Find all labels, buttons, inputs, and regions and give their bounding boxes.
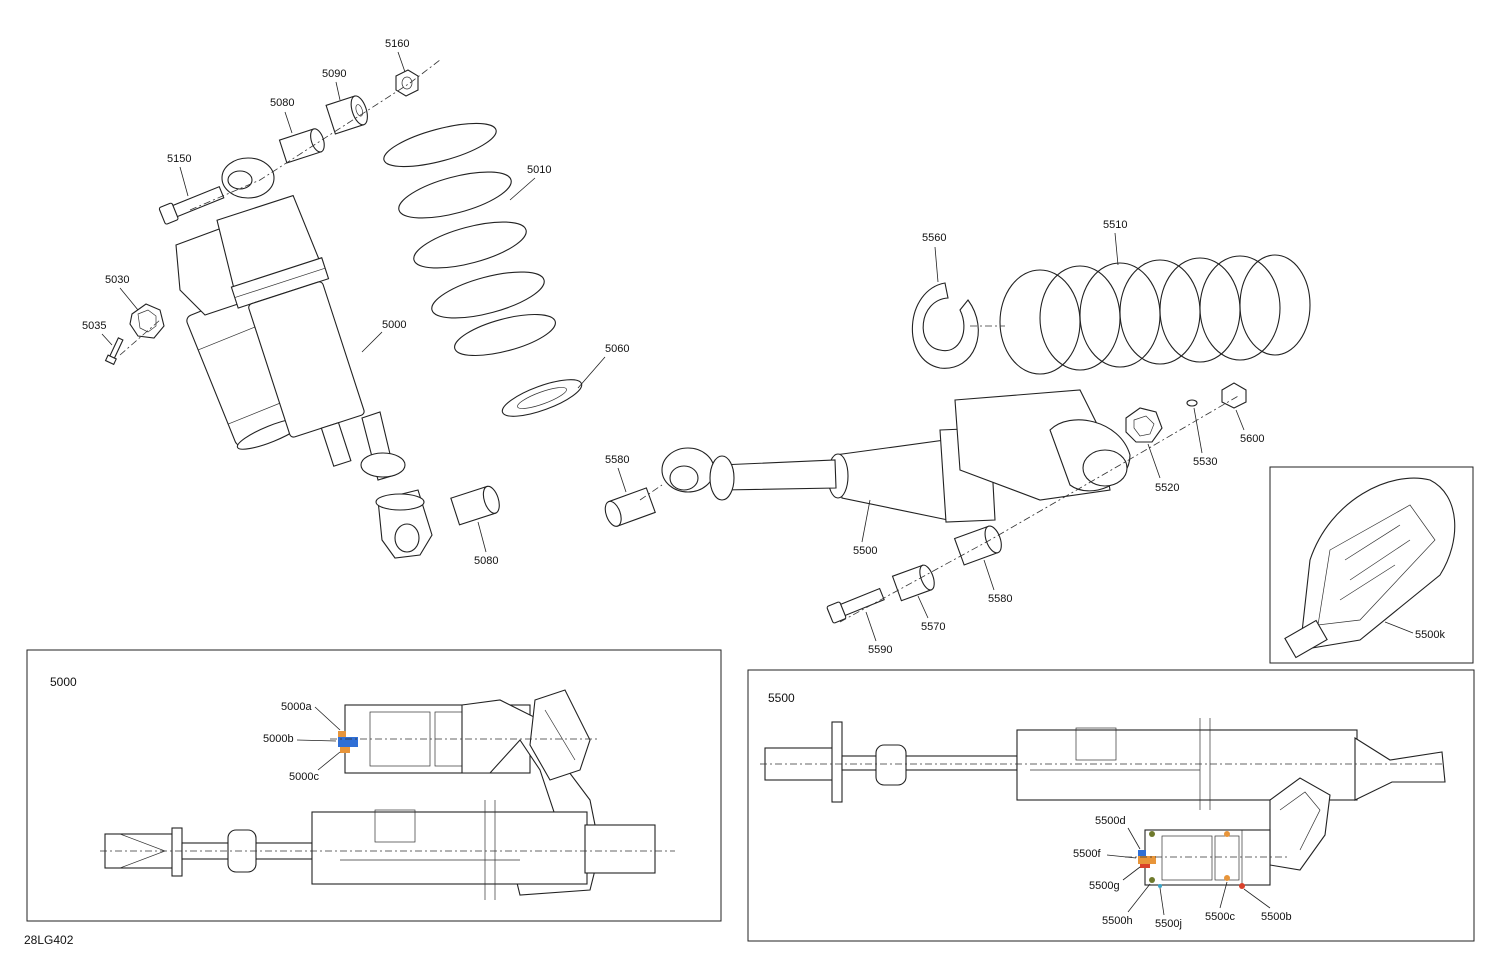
callout-5030: 5030 [105,274,129,286]
detail-box-5500: 5500 5500d 5500f [747,669,1475,942]
retainer-5560 [911,282,979,369]
spring-5010 [383,122,556,357]
bushing-5580-right [953,525,1002,566]
knob-5030 [129,303,165,339]
spring-5510 [999,254,1311,375]
callout-5500g: 5500g [1089,880,1120,892]
shaft-5500 [719,459,837,491]
screw-5035 [104,337,124,366]
detail-box-5000: 5000 5000a 5000b 5000c [26,649,722,922]
detail-5000-title: 5000 [50,675,77,689]
bolt-5150 [158,185,225,225]
seal-5500d [1138,850,1146,856]
callout-5160: 5160 [385,38,409,50]
assembly-centerline-5000 [119,59,441,356]
seal-5500j [1158,884,1162,888]
seal-5500c [1224,875,1230,881]
callout-5000b: 5000b [263,733,294,745]
callout-5500d: 5500d [1095,815,1126,827]
shock-5000-assembly [104,59,583,559]
bushing-5080-top [278,128,325,164]
nut-5160 [395,69,419,97]
assembly-centerline-5500 [639,325,1241,623]
seal-5000a [338,731,346,737]
callout-5500b: 5500b [1261,911,1292,923]
callout-5500k: 5500k [1415,629,1445,641]
callout-5560: 5560 [922,232,946,244]
knob-5520 [1125,407,1163,443]
detail-5500-title: 5500 [768,691,795,705]
seal-5500b [1239,883,1245,889]
main-body-5500 [827,389,1131,523]
callout-5500: 5500 [853,545,877,557]
callout-5530: 5530 [1193,456,1217,468]
callout-5010: 5010 [527,164,551,176]
callout-5500h: 5500h [1102,915,1133,927]
callouts: 5160 5090 5080 5150 5010 5030 5000 5035 … [82,38,1264,656]
bushing-5080-bottom [450,485,500,526]
callout-5570: 5570 [921,621,945,633]
callout-5500f: 5500f [1073,848,1101,860]
detail-box-5500k: 5500k [1269,466,1474,664]
callout-5000a: 5000a [281,701,312,713]
seal-5000b [338,737,358,747]
callout-5510: 5510 [1103,219,1127,231]
callout-5500c: 5500c [1205,911,1235,923]
callout-5580-right: 5580 [988,593,1012,605]
spacer-5090 [325,95,368,135]
nut-5600 [1221,382,1247,409]
callout-5090: 5090 [322,68,346,80]
seal-5500g [1140,864,1150,868]
shock-5500-assembly [604,254,1311,624]
callout-5500j: 5500j [1155,918,1182,930]
bushing-5580-left [604,487,656,527]
callout-5080-bottom: 5080 [474,555,498,567]
bolt-5590 [826,587,885,624]
callout-5000: 5000 [382,319,406,331]
seal-5500c-top [1224,831,1230,837]
main-body [216,194,365,467]
seal-5500f [1138,856,1156,864]
callout-5590: 5590 [868,644,892,656]
callout-5150: 5150 [167,153,191,165]
spacer-5570 [891,564,935,602]
seal-5000c [340,747,350,753]
diagram-code: 28LG402 [24,933,74,947]
seal-5500d-top [1149,831,1155,837]
callout-5060: 5060 [605,343,629,355]
retainer-5060 [501,379,583,417]
callout-5600: 5600 [1240,433,1264,445]
seal-5500h [1149,877,1155,883]
callout-5035: 5035 [82,320,106,332]
callout-5520: 5520 [1155,482,1179,494]
pin-5530 [1186,399,1198,407]
callout-5080-top: 5080 [270,97,294,109]
callout-5000c: 5000c [289,771,319,783]
callout-5580-left: 5580 [605,454,629,466]
